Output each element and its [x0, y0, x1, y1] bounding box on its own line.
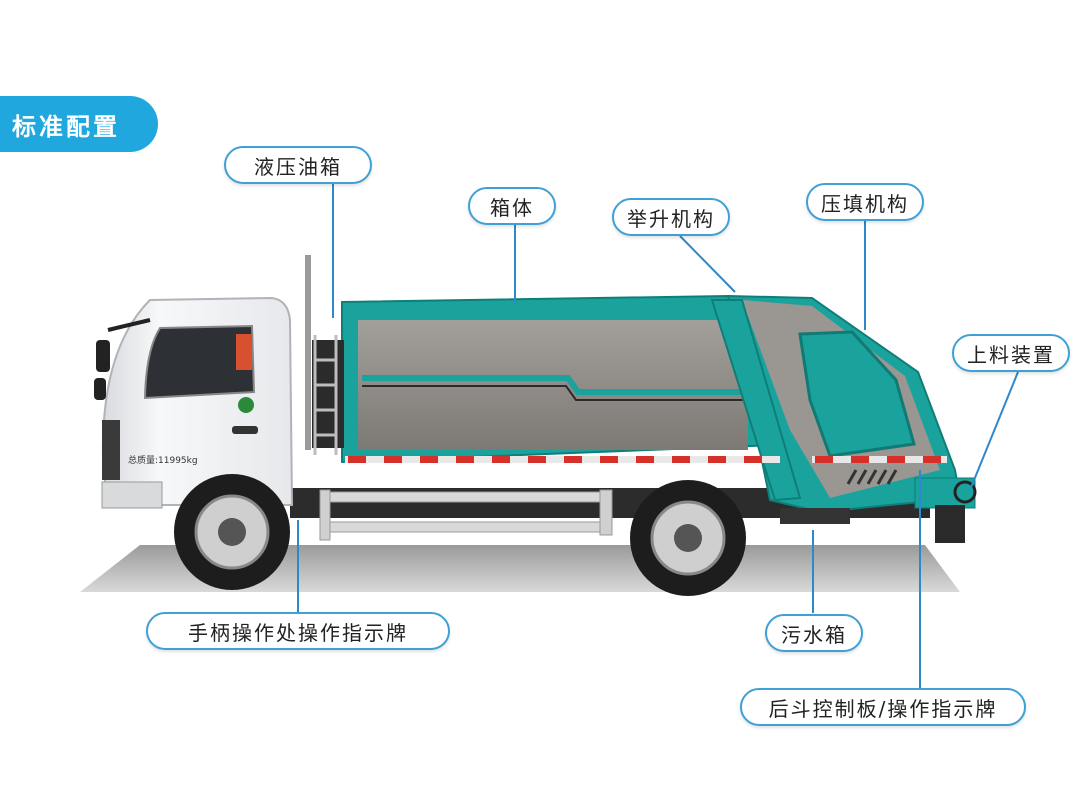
label-compaction-mechanism: 压填机构 [806, 183, 924, 221]
compactor-window [798, 330, 916, 458]
hydraulic-tank [312, 340, 344, 448]
cab-door-handle [232, 426, 258, 434]
reflective-strip [345, 456, 947, 463]
vent-grille [846, 469, 898, 485]
front-grille [102, 420, 120, 480]
label-loading-device: 上料装置 [952, 334, 1070, 372]
label-sewage-tank: 污水箱 [765, 614, 863, 652]
label-handle-sign: 手柄操作处操作指示牌 [146, 612, 450, 650]
rear-wheel [630, 480, 746, 596]
cab-mass-badge: 总质量:11995kg [128, 454, 198, 466]
ladder [313, 335, 338, 455]
header-title-tab: 标准配置 [0, 96, 158, 152]
label-lift-mechanism: 举升机构 [612, 198, 730, 236]
leader-lines [297, 184, 1019, 688]
cab-emblem [238, 397, 254, 413]
cab-window [143, 324, 256, 400]
front-wheel [174, 474, 290, 590]
sewage-tank [780, 508, 850, 524]
label-rear-control-panel: 后斗控制板/操作指示牌 [740, 688, 1026, 726]
label-box-body: 箱体 [468, 187, 556, 225]
side-mirror [94, 318, 151, 400]
rear-loading-device [914, 477, 977, 543]
label-hydraulic-tank: 液压油箱 [224, 146, 372, 184]
cab-window-sticker [236, 334, 252, 370]
side-guard-rail [321, 491, 613, 503]
lift-arm [710, 299, 802, 502]
box-stripe [362, 375, 748, 395]
front-bumper [101, 481, 163, 509]
